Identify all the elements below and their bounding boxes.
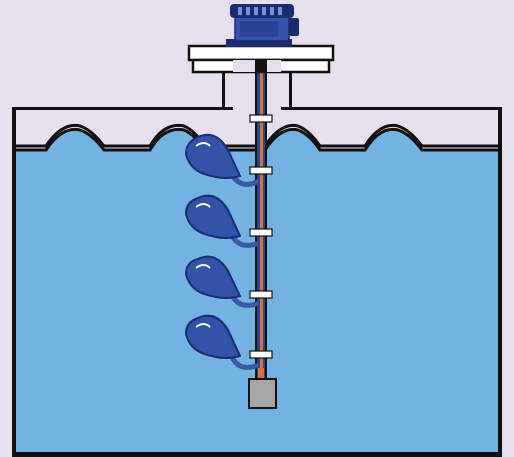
counterweight-icon <box>248 368 277 409</box>
float-body <box>184 255 242 299</box>
flange-icon <box>187 44 335 74</box>
float-switch-icon <box>184 314 259 370</box>
flange-stem-sleeve <box>255 60 267 72</box>
float-highlight <box>195 264 211 269</box>
head-rib <box>254 7 258 15</box>
clamp <box>249 166 273 175</box>
float-switch-icon <box>184 194 259 248</box>
float-body <box>184 133 242 179</box>
float-switch-icon <box>184 133 259 187</box>
float-highlight <box>195 323 211 328</box>
clamp <box>249 290 273 299</box>
clamp <box>249 228 273 237</box>
weight-hook <box>258 368 264 380</box>
clamp <box>249 350 273 359</box>
stem-wire <box>260 62 263 380</box>
weight-body <box>248 378 277 409</box>
head-rib <box>262 7 266 15</box>
head-rib <box>278 7 282 15</box>
head-rib <box>246 7 250 15</box>
float-highlight <box>195 203 211 208</box>
head-ribs <box>238 7 282 15</box>
floats <box>184 133 259 370</box>
flange-top <box>187 44 335 62</box>
head-side-port <box>289 18 299 36</box>
junction-box-icon <box>226 4 299 47</box>
clamps <box>249 114 273 359</box>
float-body <box>184 194 242 239</box>
tank-bottom <box>12 452 502 457</box>
clamp <box>249 114 273 123</box>
head-panel <box>240 21 278 37</box>
stem <box>255 62 267 380</box>
head-rib <box>238 7 242 15</box>
tank-outline-right <box>278 70 502 457</box>
neck-right-inner <box>281 66 289 107</box>
tank-outline <box>12 70 236 457</box>
head-rib <box>270 7 274 15</box>
float-body <box>184 314 242 359</box>
neck-left-inner <box>225 66 233 107</box>
float-highlight <box>195 142 211 147</box>
float-switch-icon <box>184 255 259 308</box>
head-base <box>226 39 292 47</box>
